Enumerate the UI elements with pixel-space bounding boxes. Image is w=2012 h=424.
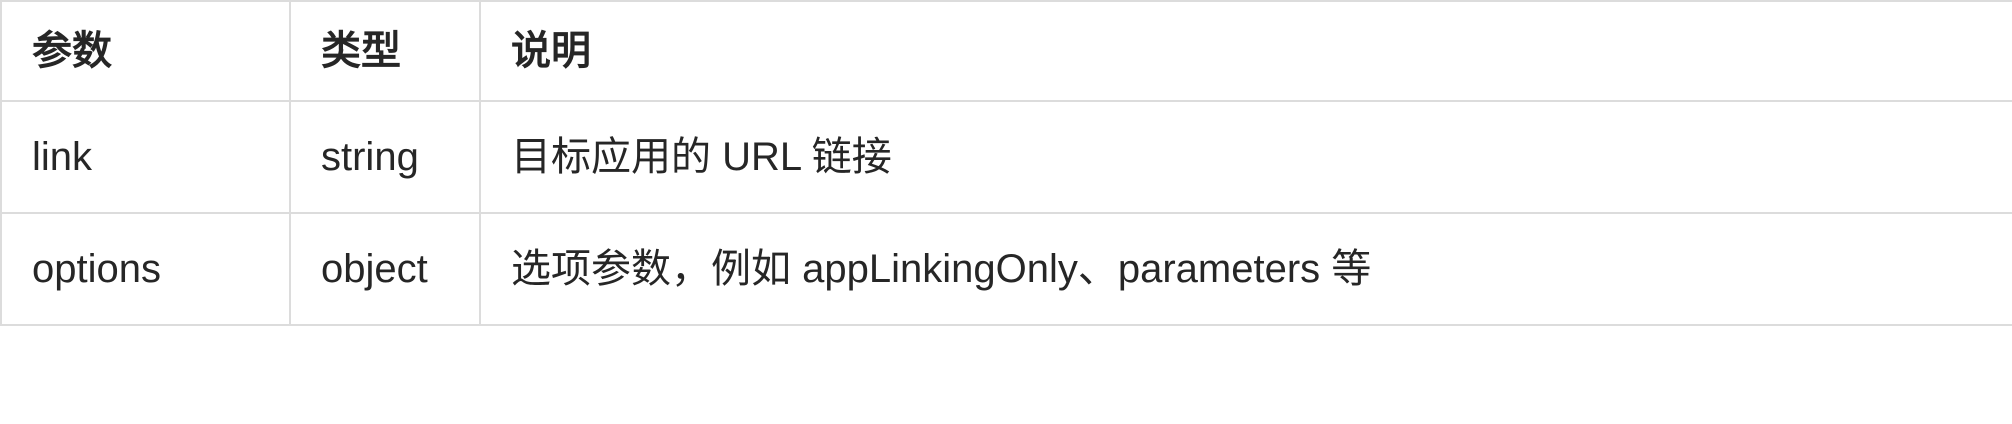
- header-cell-param: 参数: [0, 0, 291, 102]
- param-type-cell: object: [289, 212, 481, 326]
- table-row: link string 目标应用的 URL 链接: [0, 100, 2012, 214]
- table-header-row: 参数 类型 说明: [0, 0, 2012, 102]
- header-cell-type: 类型: [289, 0, 481, 102]
- param-name-cell: options: [0, 212, 291, 326]
- param-type-cell: string: [289, 100, 481, 214]
- parameters-table: 参数 类型 说明 link string 目标应用的 URL 链接 option…: [0, 0, 2012, 326]
- param-desc-cell: 目标应用的 URL 链接: [479, 100, 2012, 214]
- header-cell-desc: 说明: [479, 0, 2012, 102]
- table-row: options object 选项参数，例如 appLinkingOnly、pa…: [0, 212, 2012, 326]
- param-name-cell: link: [0, 100, 291, 214]
- param-desc-cell: 选项参数，例如 appLinkingOnly、parameters 等: [479, 212, 2012, 326]
